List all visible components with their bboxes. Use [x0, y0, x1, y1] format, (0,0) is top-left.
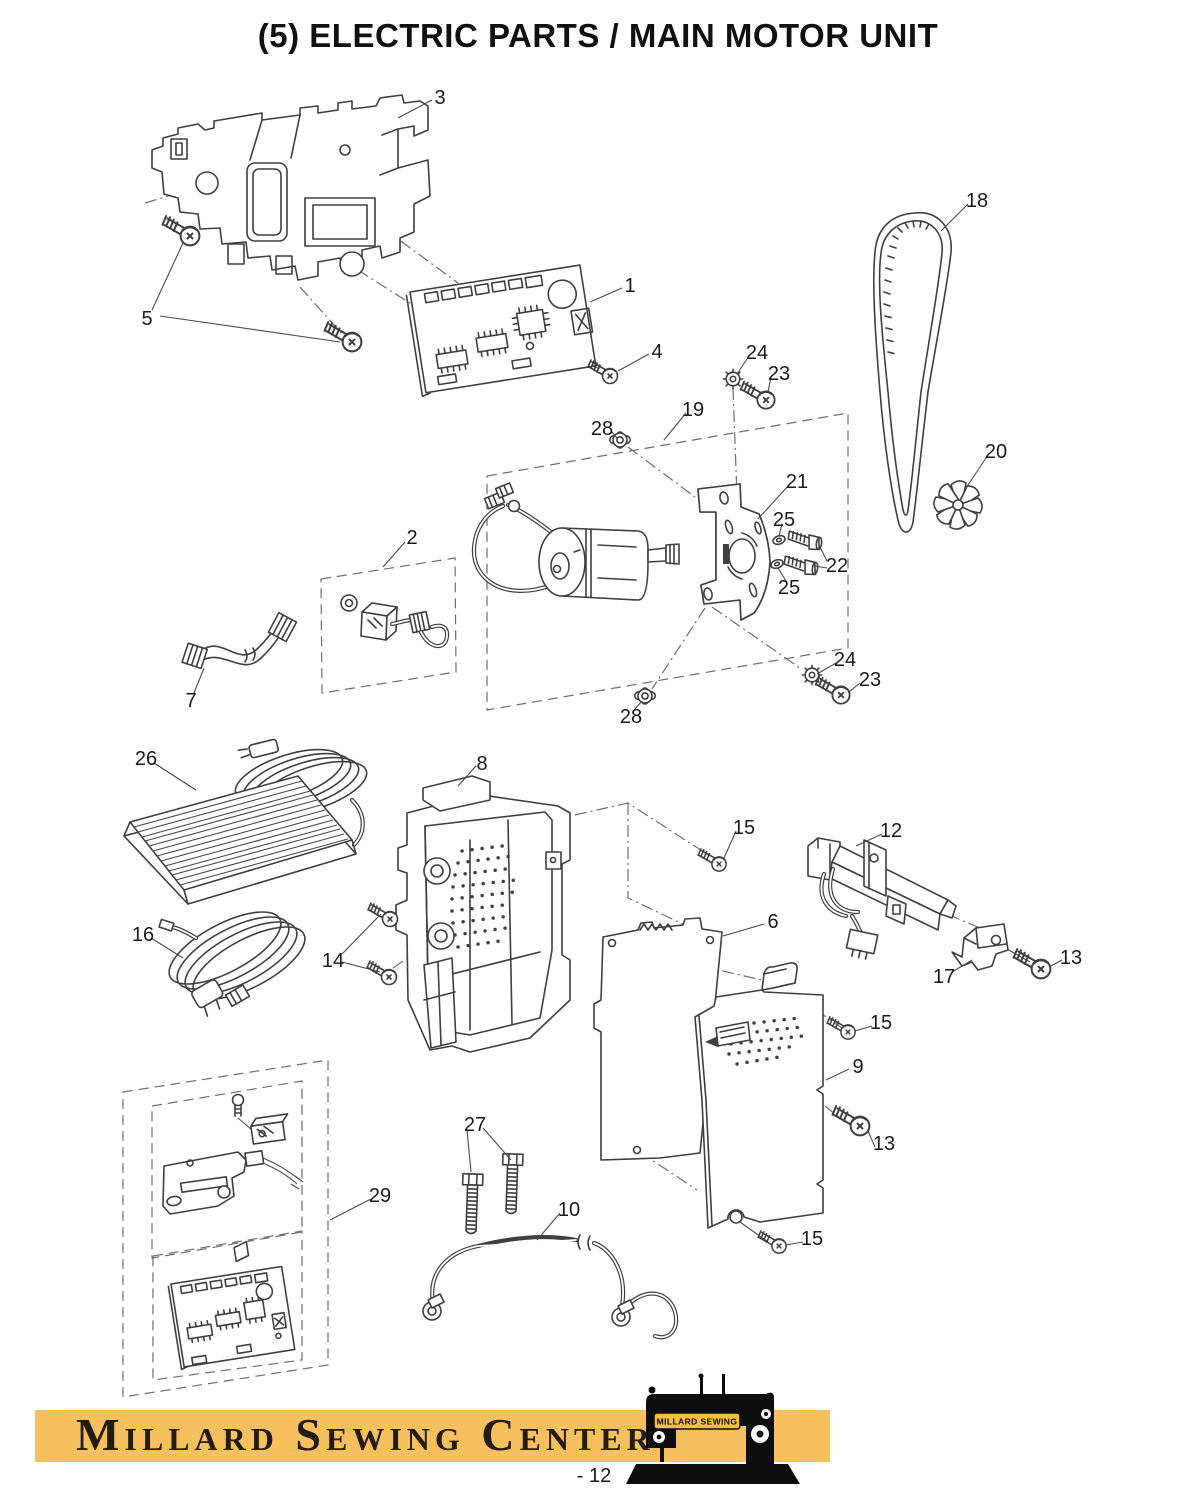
- callout-15-bottom: 15: [801, 1228, 823, 1250]
- controller-housing-part: [395, 775, 571, 1053]
- callout-25-bottom: 25: [778, 577, 800, 599]
- callout-22: 22: [826, 555, 848, 577]
- callout-23-top: 23: [768, 363, 790, 385]
- callout-2: 2: [406, 527, 417, 549]
- kit-29-dashed-boxes: [122, 1059, 329, 1398]
- kit-29-contents: [162, 1093, 304, 1371]
- connector-kit-dashed-box: [320, 557, 457, 694]
- callout-16: 16: [132, 924, 154, 946]
- callout-4: 4: [651, 341, 662, 363]
- callout-labels: 3 5 1 4 18 24 23 19 28 21 25 22 25 20 2 …: [132, 87, 1082, 1250]
- bracket-part: [151, 94, 431, 281]
- callout-24-bottom: 24: [834, 649, 856, 671]
- callout-28-top: 28: [591, 418, 613, 440]
- callout-28-bottom: 28: [620, 706, 642, 728]
- leader-lines: [150, 99, 1063, 1246]
- callout-19: 19: [682, 399, 704, 421]
- terminal-rail-part: [807, 837, 957, 960]
- motor-fan-part: [933, 480, 983, 530]
- footer-banner: Millard Sewing Center - 12 MILLARD SEWIN…: [35, 1373, 830, 1487]
- main-pcb-part: [405, 264, 597, 398]
- callout-13-right: 13: [1060, 947, 1082, 969]
- main-motor-part: [471, 482, 680, 601]
- screw-23-bottom: [814, 675, 851, 705]
- motor-unit-dashed-box: [486, 412, 849, 711]
- washer-25-bottom: [769, 557, 785, 571]
- callout-13-lower: 13: [873, 1133, 895, 1155]
- logo-badge-label: MILLARD SEWING: [657, 1417, 738, 1427]
- callout-26: 26: [135, 748, 157, 770]
- screw-15-top: [697, 848, 727, 872]
- callout-25-top: 25: [773, 509, 795, 531]
- ground-wire-part: [422, 1234, 679, 1340]
- callout-12: 12: [880, 820, 902, 842]
- callout-23-bottom: 23: [859, 669, 881, 691]
- callout-15-mid: 15: [870, 1012, 892, 1034]
- page-title: (5) ELECTRIC PARTS / MAIN MOTOR UNIT: [258, 17, 938, 54]
- callout-29: 29: [369, 1185, 391, 1207]
- screw-13-right: [1012, 948, 1052, 980]
- cover-plate-part: [694, 962, 824, 1229]
- screw-part-5a: [161, 215, 201, 247]
- callout-27: 27: [464, 1114, 486, 1136]
- callout-6: 6: [767, 911, 778, 933]
- callout-17: 17: [933, 966, 955, 988]
- callout-20: 20: [985, 441, 1007, 463]
- power-cord-part: [158, 911, 306, 1017]
- screw-22a: [786, 530, 824, 552]
- connector-kit-part: [340, 594, 450, 649]
- foot-pedal-part: [123, 738, 368, 905]
- nut-28-bottom: [634, 687, 656, 705]
- callout-10: 10: [558, 1199, 580, 1221]
- callout-18: 18: [966, 190, 988, 212]
- screw-14b: [366, 960, 398, 986]
- star-washer-24-bottom: [801, 664, 823, 686]
- callout-5: 5: [141, 308, 152, 330]
- sewing-machine-logo-icon: MILLARD SEWING: [626, 1373, 800, 1484]
- timing-belt-part: [873, 211, 952, 533]
- screw-13-lower: [831, 1105, 871, 1137]
- screw-part-4: [587, 359, 619, 385]
- callout-15-top: 15: [733, 817, 755, 839]
- callout-9: 9: [852, 1056, 863, 1078]
- callout-7: 7: [185, 690, 196, 712]
- screw-part-5b: [323, 321, 363, 353]
- callout-3: 3: [434, 87, 445, 109]
- callout-8: 8: [476, 753, 487, 775]
- callout-24-top: 24: [746, 342, 768, 364]
- ribbon-cable-part: [181, 611, 298, 670]
- bolt-27a: [460, 1172, 484, 1235]
- store-name: Millard Sewing Center: [76, 1409, 655, 1460]
- clamp-bracket-part: [951, 923, 1009, 971]
- screw-22b: [782, 555, 820, 577]
- motor-plate-part: [697, 483, 771, 621]
- page-number: - 12: [577, 1465, 611, 1487]
- bolt-27b: [500, 1152, 524, 1215]
- callout-14: 14: [322, 950, 344, 972]
- callout-21: 21: [786, 471, 808, 493]
- screw-15-bottom: [757, 1230, 787, 1254]
- callout-1: 1: [624, 275, 635, 297]
- star-washer-24-top: [722, 368, 744, 390]
